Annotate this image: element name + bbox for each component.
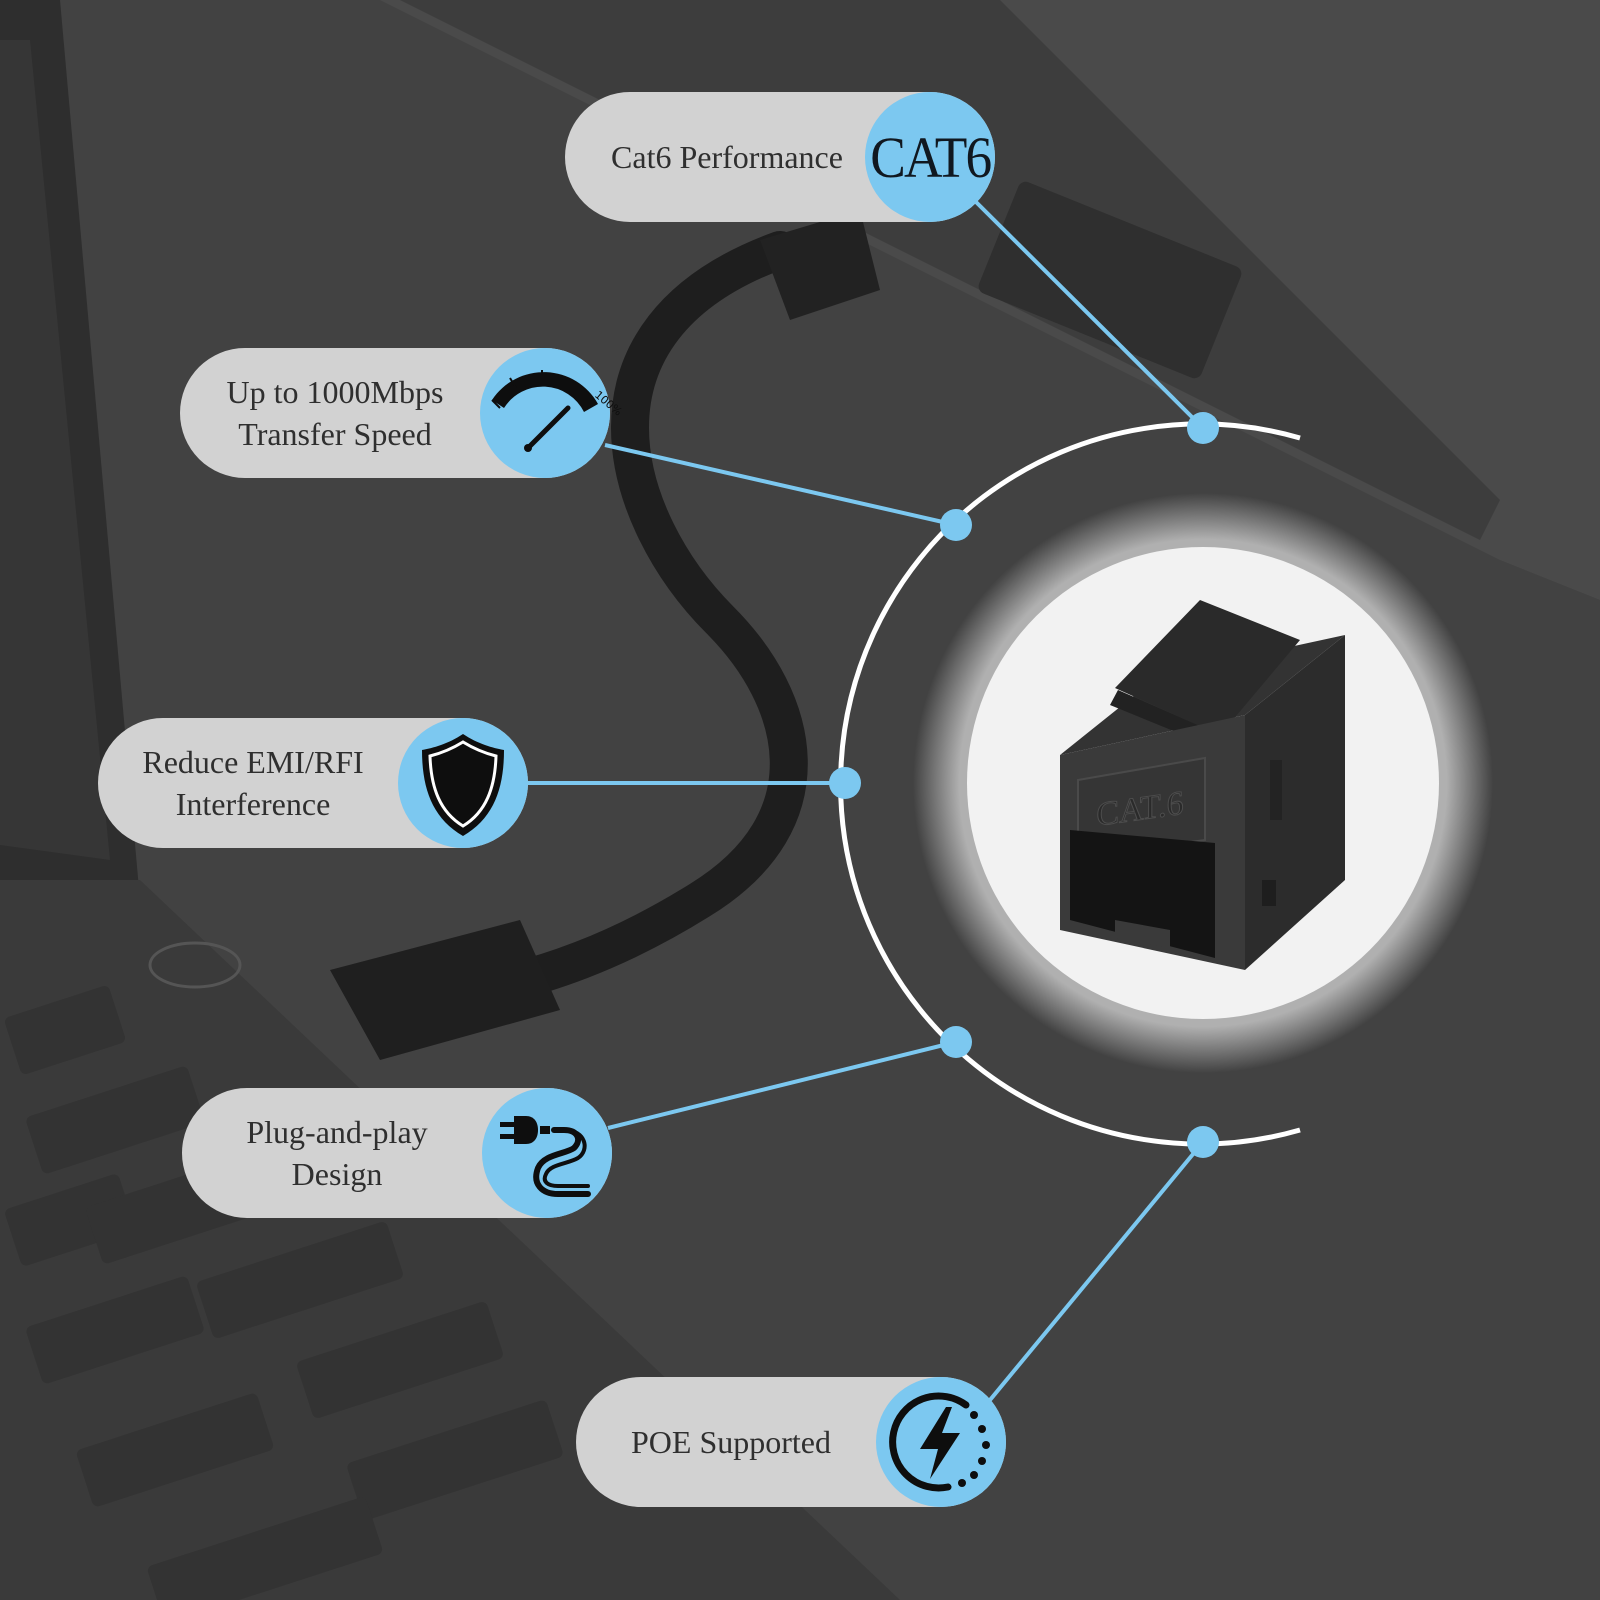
feature-label-line: Interference	[175, 786, 331, 822]
connector-line-speed	[604, 443, 957, 527]
lightning-bolt-icon	[876, 1377, 1006, 1507]
feature-pill-plug: Plug-and-play Design	[182, 1088, 612, 1218]
feature-label: Up to 1000Mbps Transfer Speed	[190, 348, 480, 478]
feature-pill-emi: Reduce EMI/RFI Interference	[98, 718, 528, 848]
ring-node	[940, 1026, 972, 1058]
feature-pill-speed: Up to 1000Mbps Transfer Speed 100%	[180, 348, 625, 478]
ring-node	[1187, 1126, 1219, 1158]
feature-label-line: POE Supported	[631, 1424, 831, 1460]
connector-line-poe	[988, 1140, 1205, 1402]
feature-label-line: Cat6 Performance	[611, 139, 843, 175]
feature-label: Cat6 Performance	[565, 92, 877, 222]
connector-line-cat6	[970, 196, 1205, 430]
feature-pill-cat6: Cat6 Performance CAT6	[565, 92, 995, 222]
ring-node	[829, 767, 861, 799]
connector-line-plug	[607, 1040, 957, 1130]
feature-label-line: Design	[291, 1156, 383, 1192]
feature-label-line: Plug-and-play	[246, 1114, 428, 1150]
shield-icon	[398, 718, 528, 848]
ring-node	[1187, 412, 1219, 444]
feature-label: Reduce EMI/RFI Interference	[108, 718, 398, 848]
feature-label-line: Reduce EMI/RFI	[142, 744, 364, 780]
feature-pill-poe: POE Supported	[576, 1377, 1006, 1507]
feature-label: Plug-and-play Design	[192, 1088, 482, 1218]
plug-cable-icon	[482, 1088, 612, 1218]
feature-label-line: Up to 1000Mbps	[226, 374, 444, 410]
speedometer-icon: 100%	[480, 348, 625, 478]
keystone-coupler-icon: CAT.6	[1060, 600, 1345, 970]
feature-label: POE Supported	[586, 1377, 876, 1507]
cat6-icon: CAT6	[865, 92, 995, 222]
ring-node	[940, 509, 972, 541]
feature-label-line: Transfer Speed	[238, 416, 432, 452]
cat6-icon-text: CAT6	[869, 124, 992, 190]
